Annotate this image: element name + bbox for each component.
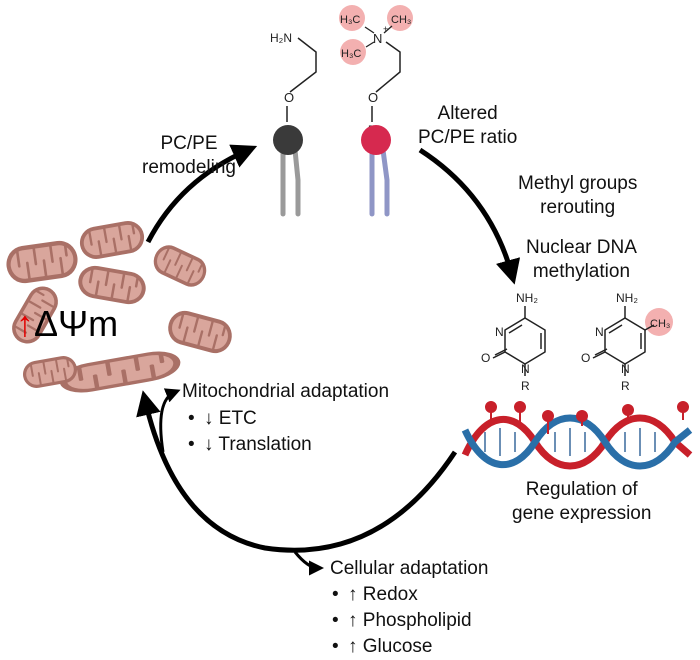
- cytosine-n1: N: [521, 362, 530, 376]
- label-regulation: Regulation of gene expression: [512, 478, 651, 526]
- pe-lipid: H₂N O R: [270, 31, 317, 217]
- list-item: ↑ Redox: [332, 582, 472, 608]
- methylcytosine-n1: N: [621, 362, 630, 376]
- label-altered-ratio-line1: Altered: [437, 103, 498, 124]
- delta-psi-label: ↑ΔΨm: [16, 304, 118, 344]
- label-regulation-line1: Regulation of: [525, 479, 638, 500]
- label-pc-pe-remodeling: PC/PE remodeling: [142, 132, 236, 180]
- methyl-highlight-3: [340, 39, 366, 65]
- branch-arrow-mito: [159, 388, 181, 453]
- list-item: ↑ Glucose: [332, 634, 472, 660]
- label-nuclear-dna-line1: Nuclear DNA: [526, 237, 637, 258]
- cytosine-n3: N: [495, 325, 504, 339]
- pe-amine-label: H₂N: [270, 31, 292, 45]
- label-pc-pe-remodeling-line1: PC/PE: [160, 133, 218, 154]
- cell-adaptation-title: Cellular adaptation: [330, 558, 489, 579]
- label-nuclear-dna: Nuclear DNA methylation: [526, 236, 637, 284]
- delta-psi-up-icon: ↑: [16, 303, 34, 344]
- methylcytosine-ch3: CH₃: [650, 318, 670, 330]
- pc-plus-label: +: [383, 24, 388, 34]
- mito-adaptation-title: Mitochondrial adaptation: [182, 381, 390, 402]
- list-item: ↓ ETC: [188, 406, 312, 432]
- branch-arrow-cellular: [293, 551, 324, 576]
- list-item: ↑ Phospholipid: [332, 608, 472, 634]
- label-methyl-rerouting-line2: rerouting: [540, 197, 616, 218]
- dna-helix: [461, 401, 693, 470]
- pc-methyl-2: CH₃: [391, 14, 411, 26]
- cytosine-structure: [492, 306, 546, 376]
- cycle-arrow-bottom: [136, 390, 458, 553]
- label-altered-ratio: Altered PC/PE ratio: [418, 102, 517, 150]
- cycle-arrow-methyl: [418, 147, 521, 285]
- label-altered-ratio-line2: PC/PE ratio: [418, 127, 518, 148]
- pe-headgroup: [273, 125, 303, 155]
- label-methyl-rerouting-line1: Methyl groups: [518, 173, 638, 194]
- pe-oxygen-label: O: [284, 90, 294, 105]
- methylcytosine-o: O: [581, 351, 590, 365]
- label-nuclear-dna-line2: methylation: [532, 261, 631, 282]
- label-regulation-line2: gene expression: [512, 503, 652, 524]
- pc-headgroup: [361, 125, 391, 155]
- cytosine-r: R: [521, 379, 530, 393]
- pc-methyl-3: H₃C: [341, 48, 361, 60]
- label-pc-pe-remodeling-line2: remodeling: [142, 157, 236, 178]
- mito-adaptation-list: ↓ ETC ↓ Translation: [188, 406, 312, 458]
- methylcytosine-highlight: [645, 308, 673, 336]
- pc-nitrogen-label: N: [373, 31, 382, 46]
- methylcytosine-r: R: [621, 379, 630, 393]
- cytosine-nh2: NH₂: [516, 291, 538, 305]
- label-methyl-rerouting: Methyl groups rerouting: [518, 172, 637, 220]
- delta-psi-text: ΔΨm: [34, 303, 119, 344]
- methylcytosine-n3: N: [595, 325, 604, 339]
- methylcytosine-nh2: NH₂: [616, 291, 638, 305]
- cytosine-o: O: [481, 351, 490, 365]
- list-item: ↓ Translation: [188, 432, 312, 458]
- pc-methyl-1: H₃C: [340, 14, 360, 26]
- cell-adaptation-list: ↑ Redox ↑ Phospholipid ↑ Glucose: [332, 582, 472, 660]
- cycle-arrow-remodeling: [145, 144, 258, 244]
- methylcytosine-structure: [592, 306, 655, 376]
- pc-lipid: H₃C CH₃ H₃C N + O R: [339, 5, 413, 217]
- methyl-highlight-1: [339, 5, 365, 31]
- pc-oxygen-label: O: [368, 90, 378, 105]
- methyl-highlight-2: [387, 5, 413, 31]
